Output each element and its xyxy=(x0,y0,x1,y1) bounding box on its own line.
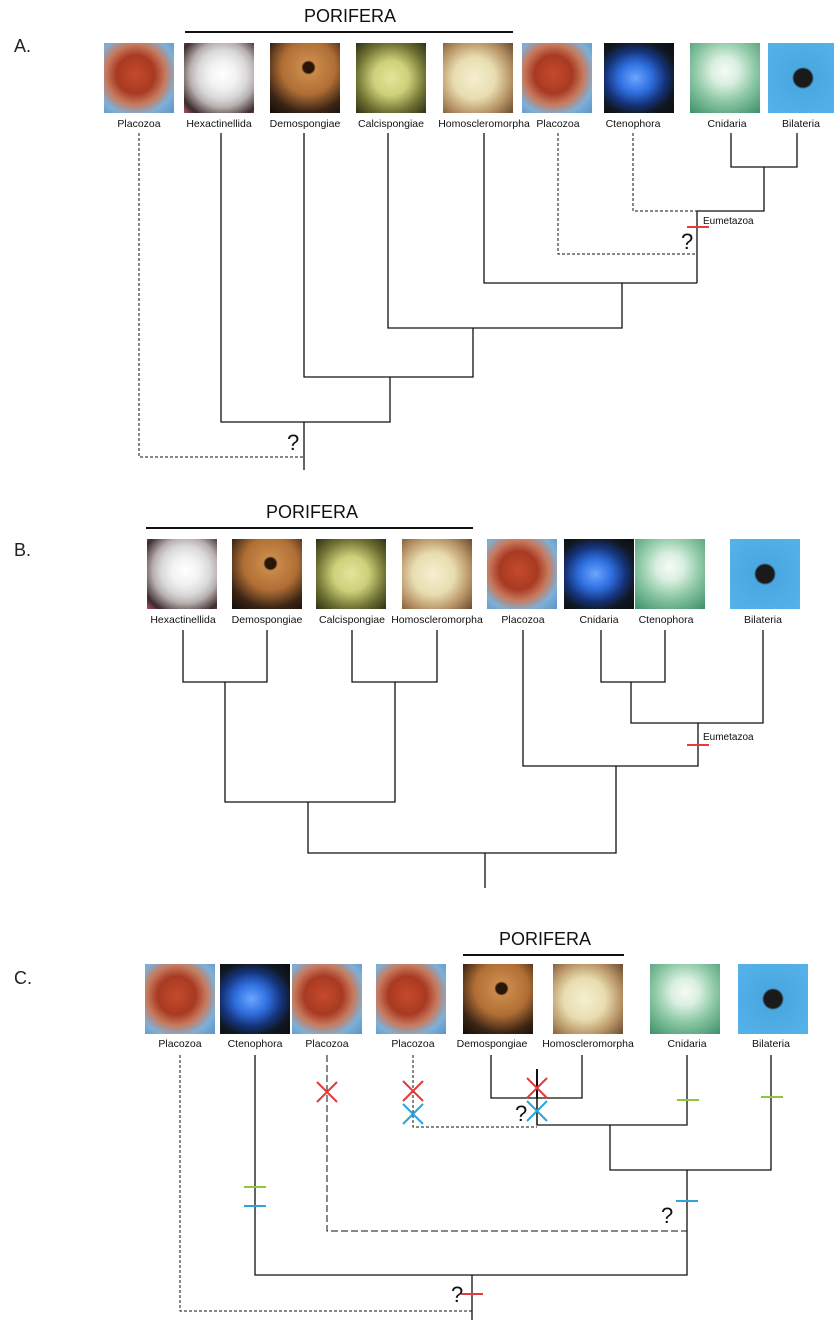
branch xyxy=(610,1055,771,1170)
uncertain-mark: ? xyxy=(661,1203,673,1229)
uncertain-mark: ? xyxy=(515,1101,527,1127)
uncertain-mark: ? xyxy=(451,1282,463,1308)
branch xyxy=(537,1055,687,1125)
dashed-branch xyxy=(327,1055,687,1231)
branch xyxy=(255,1055,687,1275)
